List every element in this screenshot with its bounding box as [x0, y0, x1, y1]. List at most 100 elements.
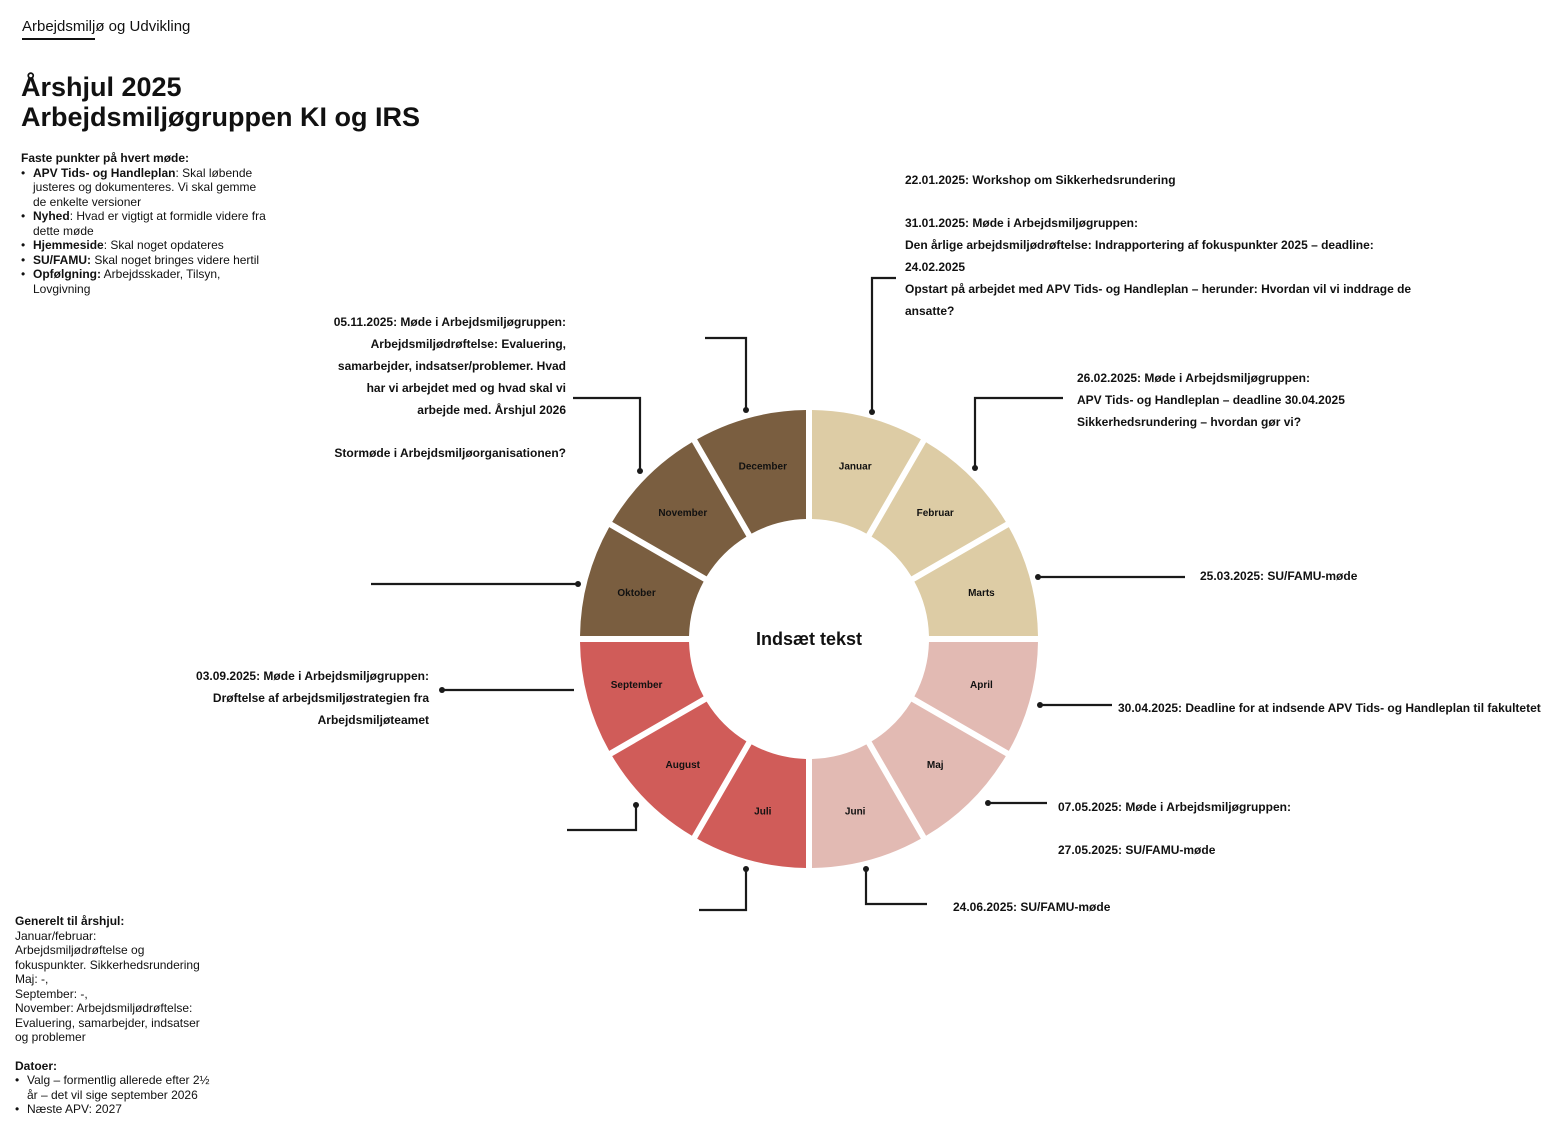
- dot-april: [1037, 702, 1043, 708]
- brand-underline: [22, 38, 95, 40]
- page-title: Årshjul 2025 Arbejdsmiljøgruppen KI og I…: [21, 72, 420, 132]
- list-item: Valg – formentlig allerede efter 2½ år –…: [15, 1073, 215, 1102]
- wedge-august: [612, 701, 747, 836]
- note-line: Arbejdsmiljødrøftelse: Evaluering,: [370, 337, 566, 351]
- note-line: 31.01.2025: Møde i Arbejdsmiljøgruppen:: [905, 216, 1138, 230]
- wedge-januar: [811, 410, 921, 534]
- item-text: Arbejdsskader, Tilsyn, Lovgivning: [33, 267, 221, 296]
- connector-december: [705, 336, 748, 410]
- month-label-februar: Februar: [917, 508, 954, 519]
- fixed-agenda-list: APV Tids- og Handleplan: Skal løbende ju…: [21, 166, 271, 297]
- wedge-november: [612, 442, 747, 577]
- list-item: Hjemmeside: Skal noget opdateres: [21, 238, 271, 253]
- note-april: 30.04.2025: Deadline for at indsende APV…: [1118, 701, 1541, 715]
- wedge-maj: [871, 701, 1006, 836]
- note-line: har vi arbejdet med og hvad skal vi: [366, 381, 566, 395]
- title-line-2: Arbejdsmiljøgruppen KI og IRS: [21, 102, 421, 132]
- month-label-april: April: [970, 680, 993, 691]
- month-label-maj: Maj: [927, 760, 944, 771]
- list-item: APV Tids- og Handleplan: Skal løbende ju…: [21, 165, 271, 210]
- connector-lines: [371, 276, 1185, 912]
- list-item: Opfølgning: Arbejdsskader, Tilsyn, Lovgi…: [21, 267, 271, 296]
- month-label-september: September: [611, 680, 663, 691]
- note-line: 27.05.2025: SU/FAMU-møde: [1058, 843, 1216, 857]
- dot-august: [633, 802, 639, 808]
- item-term: SU/FAMU:: [33, 252, 91, 267]
- note-line: Opstart på arbejdet med APV Tids- og Han…: [905, 282, 1412, 296]
- wedge-april: [914, 641, 1038, 751]
- dot-januar: [869, 409, 875, 415]
- note-line: Drøftelse af arbejdsmiljøstrategien fra: [212, 691, 429, 705]
- month-label-juni: Juni: [845, 806, 866, 817]
- brand-name: Arbejdsmiljø og Udvikling: [22, 18, 191, 35]
- dot-december: [743, 407, 749, 413]
- connector-august: [567, 805, 638, 832]
- connector-februar: [973, 396, 1063, 468]
- wedge-februar: [871, 442, 1006, 577]
- general-line: Arbejdsmiljødrøftelse og fokuspunkter. S…: [15, 943, 200, 972]
- note-juni: 24.06.2025: SU/FAMU-møde: [953, 900, 1111, 914]
- dot-juni: [863, 866, 869, 872]
- note-line: Sikkerhedsrundering – hvordan gør vi?: [1077, 415, 1302, 429]
- note-line: arbejde med. Årshjul 2026: [417, 403, 566, 417]
- note-line: 03.09.2025: Møde i Arbejdsmiljøgruppen:: [196, 669, 429, 683]
- note-september: 03.09.2025: Møde i Arbejdsmiljøgruppen: …: [196, 665, 429, 731]
- fixed-agenda-box: Faste punkter på hvert møde: APV Tids- o…: [21, 151, 271, 296]
- wedge-oktober: [580, 527, 704, 637]
- list-item: SU/FAMU: Skal noget bringes videre herti…: [21, 252, 271, 268]
- note-line: ansatte?: [905, 304, 955, 318]
- note-februar: 26.02.2025: Møde i Arbejdsmiljøgruppen: …: [1077, 367, 1345, 433]
- connector-januar: [870, 276, 896, 412]
- item-text: : Skal løbende justeres og dokumenteres.…: [33, 165, 257, 209]
- note-line: Stormøde i Arbejdsmiljøorganisationen?: [334, 446, 566, 460]
- note-line: Arbejdsmiljøteamet: [317, 713, 429, 727]
- note-line: APV Tids- og Handleplan – deadline 30.04…: [1077, 393, 1345, 407]
- note-line: 22.01.2025: Workshop om Sikkerhedsrunder…: [905, 173, 1176, 187]
- month-label-juli: Juli: [754, 806, 771, 817]
- general-heading: Generelt til årshjul:: [15, 914, 125, 928]
- month-label-december: December: [739, 462, 787, 473]
- dot-november: [637, 468, 643, 474]
- wedge-marts: [914, 527, 1038, 637]
- wheel-center-text: Indsæt tekst: [756, 629, 862, 649]
- wedge-juni: [811, 744, 921, 868]
- wedge-juli: [697, 744, 807, 868]
- note-januar: 22.01.2025: Workshop om Sikkerhedsrunder…: [905, 169, 1411, 322]
- item-term: Opfølgning:: [33, 267, 101, 281]
- note-maj: 07.05.2025: Møde i Arbejdsmiljøgruppen: …: [1058, 796, 1291, 861]
- wedge-september: [580, 641, 704, 751]
- month-label-januar: Januar: [839, 462, 872, 473]
- note-line: Den årlige arbejdsmiljødrøftelse: Indrap…: [905, 238, 1374, 252]
- note-line: 05.11.2025: Møde i Arbejdsmiljøgruppen:: [333, 315, 566, 329]
- item-term: Hjemmeside: [33, 238, 104, 252]
- dot-oktober: [575, 581, 581, 587]
- note-line: 26.02.2025: Møde i Arbejdsmiljøgruppen:: [1077, 371, 1310, 385]
- month-label-november: November: [658, 508, 707, 519]
- general-notes-box: Generelt til årshjul: Januar/februar: Ar…: [15, 914, 215, 1117]
- month-label-august: August: [666, 760, 701, 771]
- item-text: : Hvad er vigtigt at formidle videre fra…: [33, 209, 266, 238]
- note-line: 07.05.2025: Møde i Arbejdsmiljøgruppen:: [1058, 800, 1291, 814]
- item-text: Skal noget bringes videre hertil: [91, 252, 260, 267]
- general-line: Maj: -,: [15, 972, 49, 986]
- note-line: 24.02.2025: [905, 260, 966, 274]
- note-november: 05.11.2025: Møde i Arbejdsmiljøgruppen: …: [334, 311, 566, 464]
- list-item: Næste APV: 2027: [15, 1102, 215, 1117]
- dot-juli: [743, 866, 749, 872]
- general-line: September: -,: [15, 986, 88, 1001]
- fixed-agenda-heading: Faste punkter på hvert møde:: [21, 151, 190, 165]
- note-line: samarbejder, indsatser/problemer. Hvad: [337, 359, 566, 373]
- note-marts: 25.03.2025: SU/FAMU-møde: [1200, 569, 1358, 583]
- dot-september: [439, 687, 445, 693]
- title-line-1: Årshjul 2025: [21, 72, 182, 102]
- general-line: Januar/februar:: [15, 928, 97, 943]
- dot-marts: [1035, 574, 1041, 580]
- wheel-wedges: [580, 410, 1038, 868]
- wheel-labels: JanuarFebruarMartsAprilMajJuniJuliAugust…: [611, 462, 995, 818]
- connector-dots: [439, 407, 1043, 872]
- item-text: : Skal noget opdateres: [103, 238, 224, 252]
- item-term: APV Tids- og Handleplan: [33, 165, 176, 180]
- dates-heading: Datoer:: [15, 1058, 58, 1073]
- general-line: November: Arbejdsmiljødrøftelse: Evaluer…: [15, 1001, 200, 1044]
